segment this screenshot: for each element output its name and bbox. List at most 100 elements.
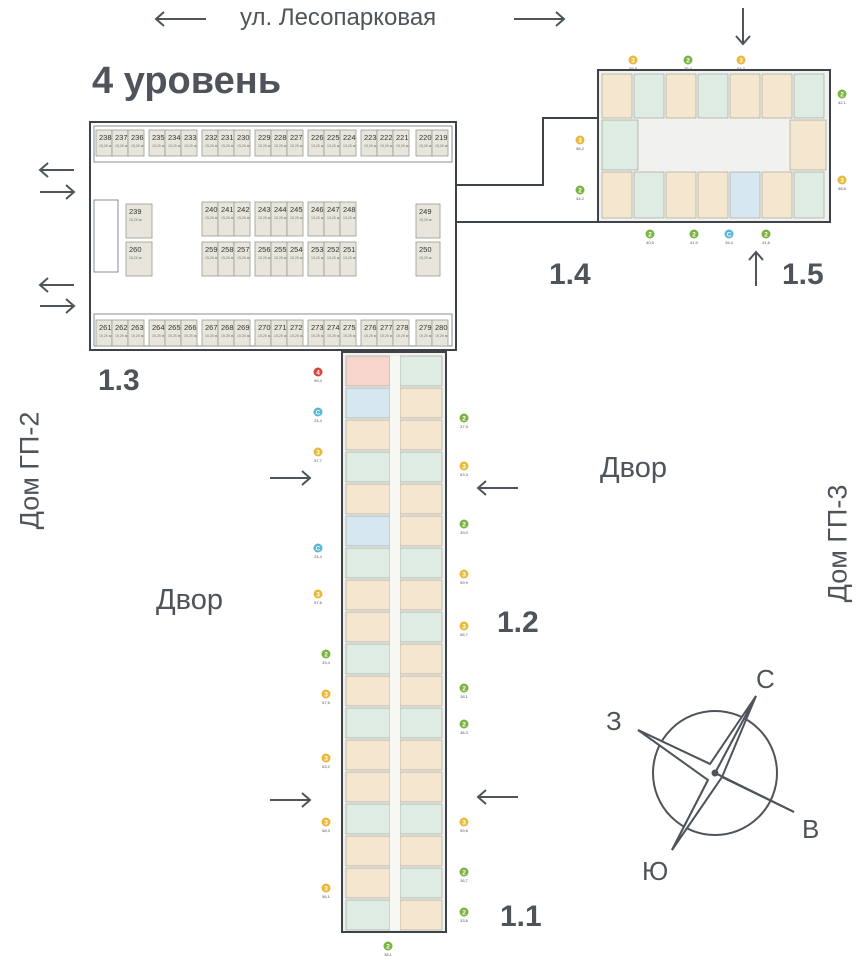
apartment-marker[interactable]: 357,6 — [321, 689, 331, 706]
apartment-marker[interactable]: 240,5 — [645, 229, 655, 246]
storage-area: 15,25 м² — [237, 216, 251, 220]
apartment-area: 66,7 — [460, 632, 469, 637]
apartment-marker[interactable]: 239,0 — [459, 519, 469, 536]
apartment-marker[interactable]: 363,3 — [459, 461, 469, 478]
apartment-marker[interactable]: 364,3 — [736, 55, 746, 72]
apartment-marker[interactable]: С24,4 — [313, 543, 323, 560]
apartment-marker[interactable]: 242,1 — [837, 89, 847, 106]
apartment-marker[interactable]: 357,6 — [313, 589, 323, 606]
apartment-type: 2 — [686, 57, 690, 64]
apartment-marker[interactable]: 358,8 — [837, 175, 847, 192]
apartment-marker[interactable]: 356,1 — [321, 883, 331, 900]
apartment-marker[interactable]: 359,9 — [459, 569, 469, 586]
apartment-marker[interactable]: 357,7 — [313, 447, 323, 464]
storage-number: 271 — [274, 323, 287, 332]
apartment-marker[interactable]: 495,4 — [313, 367, 323, 384]
apartment-marker[interactable]: 244,2 — [575, 185, 585, 202]
apartment-marker[interactable]: 359,8 — [628, 55, 638, 72]
apartment-marker[interactable]: С26,4 — [724, 229, 734, 246]
storage-area: 15,25 м² — [115, 144, 129, 148]
apartment-marker[interactable]: 358,2 — [575, 135, 585, 152]
apartment-marker[interactable]: 238,3 — [459, 719, 469, 736]
apartment-marker[interactable]: 236,4 — [683, 55, 693, 72]
apartment-marker[interactable]: 241,0 — [689, 229, 699, 246]
apartment-marker[interactable]: 241,6 — [761, 229, 771, 246]
apartment-marker[interactable]: 236,7 — [459, 867, 469, 884]
apartment-marker[interactable]: 237,5 — [459, 413, 469, 430]
apartment-marker[interactable]: 358,3 — [321, 817, 331, 834]
apartment-marker[interactable]: 233,4 — [321, 649, 331, 666]
apartment-marker[interactable]: 233,6 — [459, 907, 469, 924]
storage-number: 237 — [115, 133, 128, 142]
storage-cell-237[interactable]: 237 15,25 м² — [111, 129, 129, 157]
apartment-marker[interactable]: 366,7 — [459, 621, 469, 638]
apartment-marker[interactable]: С24,4 — [313, 407, 323, 424]
apartment-marker[interactable]: 238,1 — [459, 683, 469, 700]
apartment-marker[interactable]: 238,1 — [383, 941, 393, 958]
apartment-marker[interactable]: 363,2 — [321, 753, 331, 770]
apartment-marker[interactable]: 359,8 — [459, 817, 469, 834]
